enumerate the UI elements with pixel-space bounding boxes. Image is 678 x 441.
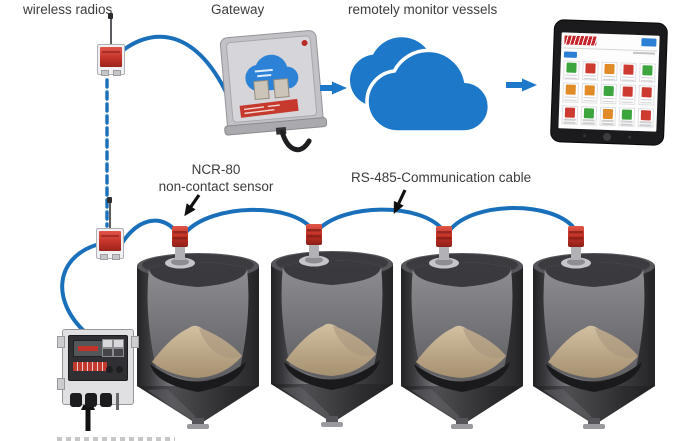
antenna-tip	[108, 13, 113, 19]
control-unit-panel	[68, 335, 128, 381]
vessel-indicator	[619, 84, 636, 105]
vessel-indicator	[638, 85, 655, 106]
cable-gland	[100, 393, 112, 407]
gateway-box	[219, 30, 328, 153]
vessel-indicator	[563, 60, 580, 81]
cropped-caption-fragment	[57, 437, 175, 441]
antenna-icon	[109, 202, 111, 229]
radio-foot	[113, 70, 121, 76]
arrow-ncr80-label	[184, 194, 201, 217]
radio-foot	[100, 254, 108, 260]
tablet-screen	[558, 32, 660, 132]
radio-face	[100, 47, 122, 67]
monitoring-tablet	[549, 19, 669, 146]
label-ncr80-line1: NCR-80	[191, 162, 241, 177]
vessel-indicator	[580, 105, 598, 126]
control-knob	[116, 366, 123, 373]
radio-foot	[101, 70, 109, 76]
tablet-bezel-dot	[628, 135, 632, 139]
radio-foot	[112, 254, 120, 260]
vessel-indicator	[599, 106, 617, 127]
tablet-divider	[563, 47, 658, 52]
tablet-app-logo	[564, 35, 597, 46]
vessel-indicator	[639, 63, 656, 83]
tablet-home-button	[602, 132, 612, 142]
mounting-ear	[57, 336, 65, 348]
vessel-silo-1	[137, 226, 259, 429]
label-remote-monitoring: remotely monitor vessels	[348, 2, 498, 17]
led-readout	[78, 346, 98, 351]
cable-radio1-to-gateway	[113, 34, 233, 105]
label-rs485-cable: RS-485-Communication cable	[351, 170, 532, 185]
arrow-rs485-label	[393, 189, 407, 215]
wireless-radio-2	[96, 197, 124, 260]
mounting-ear	[57, 378, 65, 390]
label-ncr80: NCR-80 non-contact sensor	[150, 161, 282, 195]
control-unit	[57, 329, 139, 410]
brand-strip	[73, 362, 107, 371]
radio-face	[99, 231, 121, 251]
mounting-ear	[131, 336, 139, 348]
cable-silo3-to-silo4	[448, 206, 576, 232]
control-button	[102, 348, 113, 357]
cable-pin	[116, 393, 119, 410]
control-button	[102, 339, 113, 348]
antenna-icon	[110, 18, 112, 45]
tablet-bezel-dot	[583, 134, 587, 138]
antenna-tip	[107, 197, 112, 203]
control-knob	[106, 366, 113, 373]
vessel-silo-3	[401, 226, 523, 429]
tablet-menu-button	[641, 38, 657, 47]
wireless-radio-1	[97, 13, 125, 76]
cloud-front	[365, 48, 492, 134]
label-wireless-radios: wireless radios	[23, 2, 113, 17]
tablet-subtext	[633, 51, 656, 55]
control-button	[113, 348, 124, 357]
vessel-indicator	[618, 107, 636, 127]
vessel-indicator	[601, 61, 618, 82]
cable-radio2-to-silo1	[120, 218, 180, 245]
vessel-indicator	[581, 83, 598, 104]
cable-silo2-to-silo3	[316, 207, 444, 232]
vessel-indicator	[600, 84, 617, 104]
tablet-filter-chip	[563, 51, 578, 58]
label-ncr80-line2: non-contact sensor	[158, 179, 274, 194]
vessel-indicator	[582, 61, 599, 81]
cable-radio2-to-controller	[60, 243, 98, 335]
label-gateway: Gateway	[211, 2, 265, 17]
control-button	[113, 339, 124, 348]
vessel-indicator	[637, 107, 655, 128]
gateway-power-cable	[279, 129, 312, 153]
vessel-silo-2	[271, 224, 393, 427]
cable-silo1-to-silo2	[184, 207, 314, 234]
cable-gland	[85, 393, 97, 407]
vessel-indicator	[561, 105, 579, 125]
vessel-indicator	[562, 82, 579, 103]
cable-gland	[70, 393, 82, 407]
tablet-grid	[561, 60, 656, 128]
vessel-indicator	[620, 62, 637, 83]
vessel-silo-4	[533, 226, 655, 429]
control-unit-display	[73, 340, 105, 357]
